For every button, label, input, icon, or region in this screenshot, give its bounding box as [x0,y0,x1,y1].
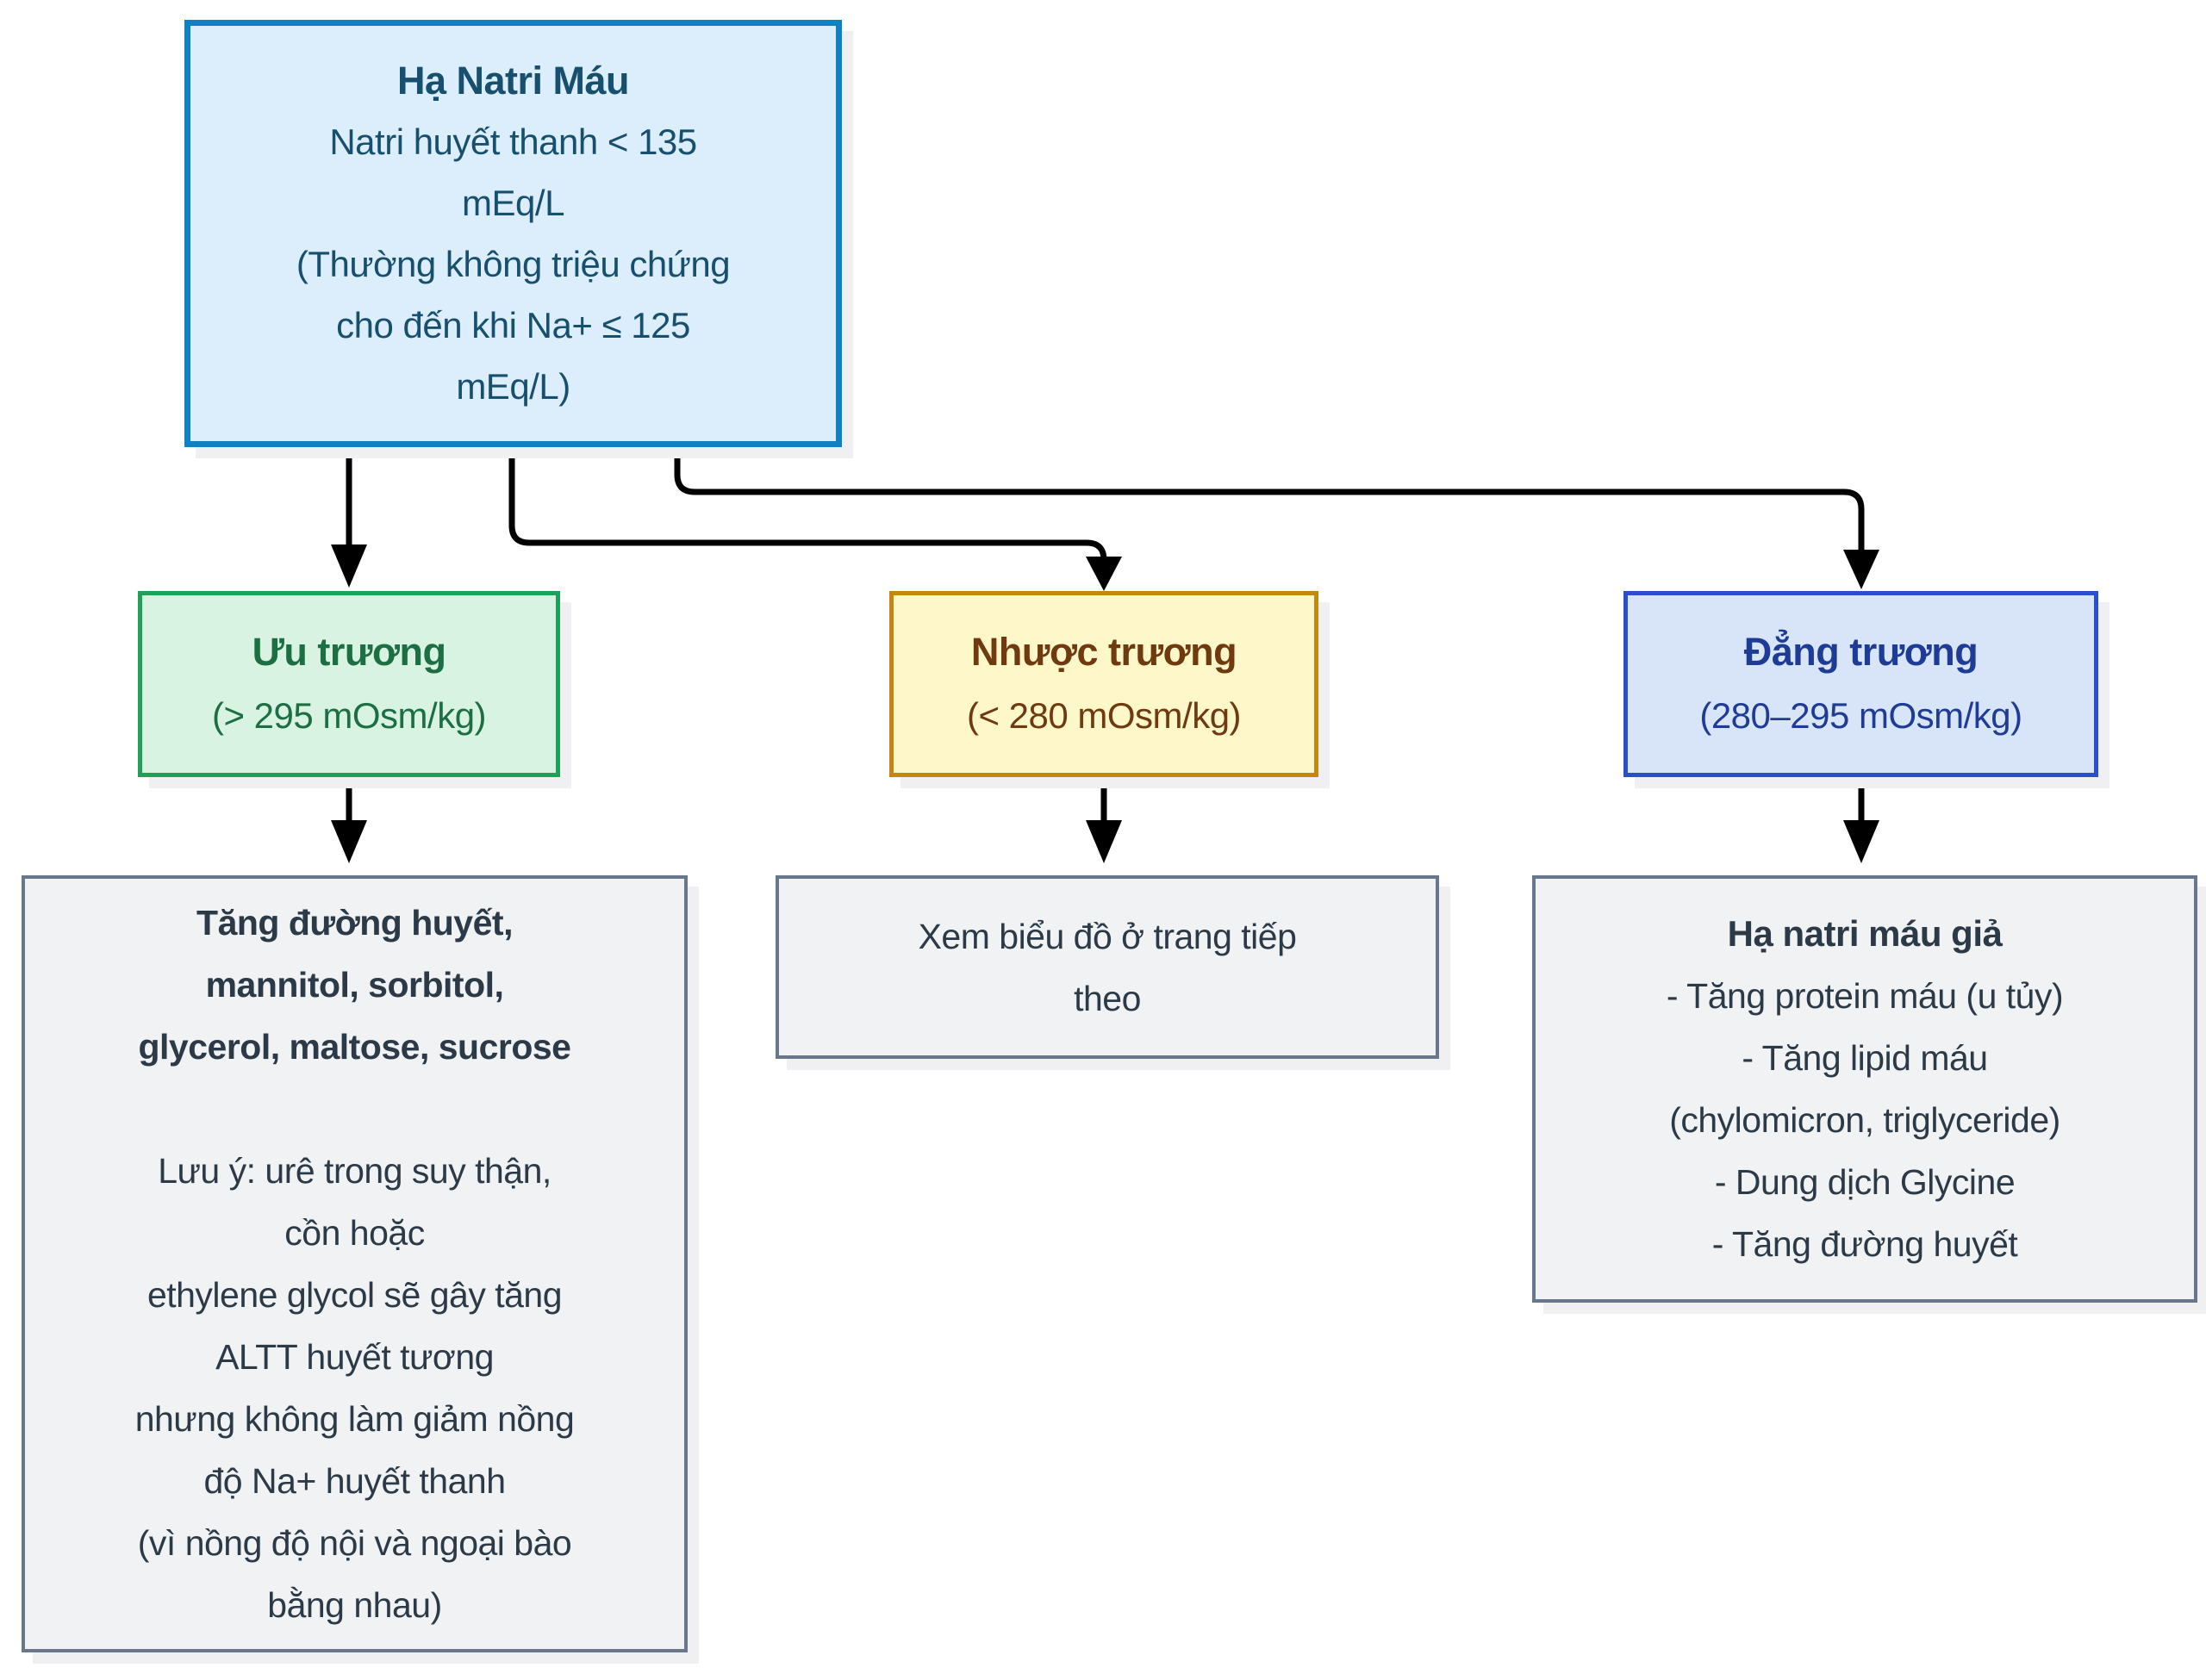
isotonic-detail-line: - Tăng lipid máu [1742,1038,1988,1078]
arrow-hypotonic-to-detail [1086,777,1122,863]
hypertonic-node: Ưu trương (> 295 mOsm/kg) [138,591,560,777]
arrow-root-to-hypotonic [508,447,1122,591]
root-node-line: mEq/L [462,183,564,223]
hypertonic-node-range: (> 295 mOsm/kg) [211,695,487,736]
root-node-line: cho đến khi Na+ ≤ 125 [336,305,690,345]
root-node-title: Hạ Natri Máu [396,59,630,103]
blank-line [25,1078,684,1140]
hypertonic-detail-line: glycerol, maltose, sucrose [138,1027,571,1067]
root-node: Hạ Natri Máu Natri huyết thanh < 135 mEq… [184,20,842,447]
hypotonic-detail-node: Xem biểu đồ ở trang tiếp theo [776,875,1439,1059]
hypertonic-node-title: Ưu trương [252,630,446,674]
hypertonic-note-line: ethylene glycol sẽ gây tăng [146,1275,563,1315]
hypertonic-detail-line: Tăng đường huyết, [196,903,513,943]
arrow-hypertonic-to-detail [331,777,367,863]
hypertonic-detail-line: mannitol, sorbitol, [205,965,504,1005]
hypertonic-note-line: cồn hoặc [284,1213,425,1253]
root-node-line: (Thường không triệu chứng [296,244,731,284]
isotonic-detail-line: - Tăng protein máu (u tủy) [1666,976,2064,1016]
hypotonic-detail-line: Xem biểu đồ ở trang tiếp [918,916,1297,956]
isotonic-detail-title: Hạ natri máu giả [1727,913,2003,954]
isotonic-node-title: Đẳng trương [1743,630,1979,674]
isotonic-detail-line: (chylomicron, triglyceride) [1669,1100,2060,1140]
isotonic-detail-line: - Dung dịch Glycine [1714,1162,2016,1202]
arrow-root-to-isotonic [674,447,1879,589]
hypotonic-detail-line: theo [1074,978,1141,1018]
isotonic-node: Đẳng trương (280–295 mOsm/kg) [1623,591,2098,777]
hypertonic-note-line: (vì nồng độ nội và ngoại bào [137,1523,572,1563]
root-node-line: mEq/L) [456,366,570,407]
arrow-isotonic-to-detail [1843,777,1879,863]
hypertonic-note-line: ALTT huyết tương [215,1337,494,1377]
hypotonic-node-title: Nhược trương [970,630,1237,674]
isotonic-node-range: (280–295 mOsm/kg) [1699,695,2022,736]
hypotonic-node-range: (< 280 mOsm/kg) [966,695,1242,736]
hypertonic-note-line: độ Na+ huyết thanh [203,1461,506,1501]
isotonic-detail-line: - Tăng đường huyết [1711,1224,2018,1264]
arrow-root-to-hypertonic [331,447,367,588]
hypertonic-note-line: Lưu ý: urê trong suy thận, [158,1151,552,1191]
hypotonic-node: Nhược trương (< 280 mOsm/kg) [889,591,1318,777]
root-node-line: Natri huyết thanh < 135 [329,121,697,162]
hypertonic-note-line: bằng nhau) [267,1585,442,1625]
isotonic-detail-node: Hạ natri máu giả - Tăng protein máu (u t… [1532,875,2197,1303]
hypertonic-note-line: nhưng không làm giảm nồng [134,1399,575,1439]
hypertonic-detail-node: Tăng đường huyết, mannitol, sorbitol, gl… [22,875,688,1652]
